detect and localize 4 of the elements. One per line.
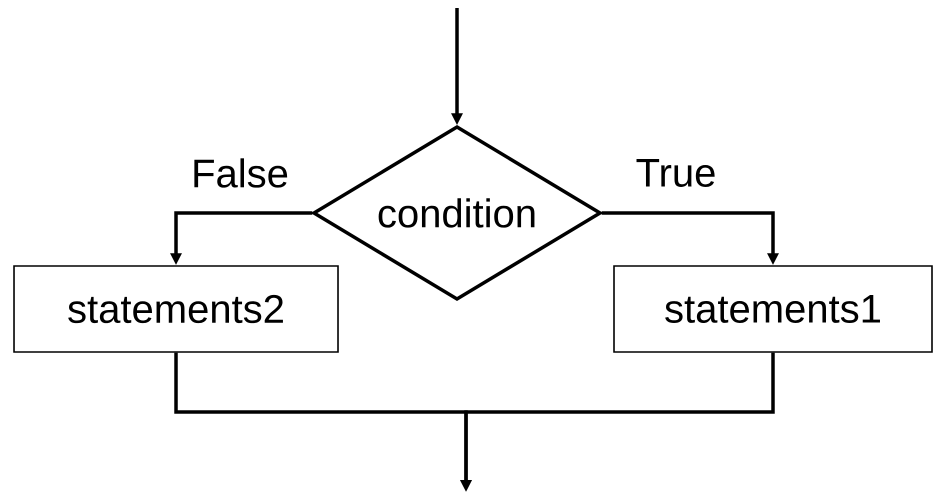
- edge-label: True: [634, 158, 718, 188]
- process-box: statements2: [13, 265, 339, 353]
- edge-label: False: [190, 157, 290, 189]
- process-box: statements1: [613, 265, 933, 353]
